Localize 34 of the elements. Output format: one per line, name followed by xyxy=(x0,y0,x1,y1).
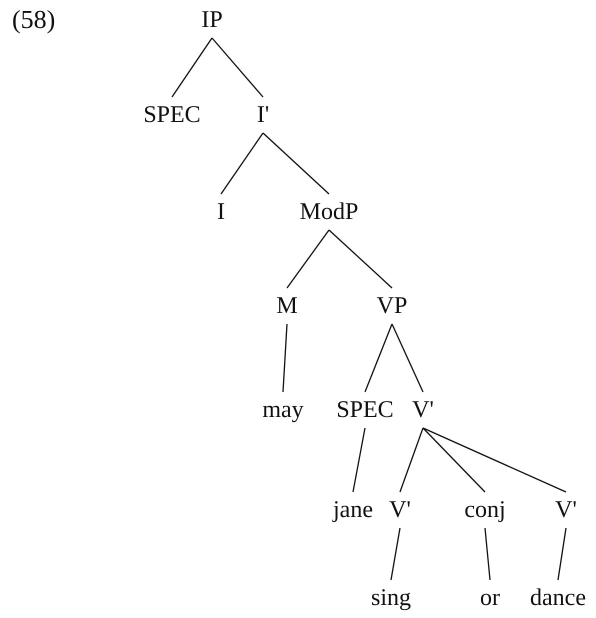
tree-node-label: dance xyxy=(528,580,588,616)
tree-node-label: IP xyxy=(199,2,225,38)
tree-branch-line xyxy=(390,528,401,580)
tree-node-label: may xyxy=(260,392,306,428)
tree-node-label: SPEC xyxy=(141,97,203,133)
tree-node-label: or xyxy=(478,580,502,616)
tree-branch-line xyxy=(422,428,486,492)
tree-branch-line xyxy=(557,528,567,580)
example-number: (58) xyxy=(12,7,56,33)
tree-node-label: ModP xyxy=(298,194,360,230)
tree-branch-line xyxy=(171,38,213,98)
tree-branch-line xyxy=(220,132,264,194)
tree-branch-line xyxy=(282,324,288,392)
tree-node-label: VP xyxy=(374,288,410,324)
tree-node-label: SPEC xyxy=(334,392,396,428)
tree-branch-line xyxy=(286,230,330,288)
tree-branch-line xyxy=(364,324,393,392)
tree-branch-line xyxy=(328,230,392,288)
tree-branch-line xyxy=(212,38,264,98)
tree-node-label: conj xyxy=(462,492,508,528)
tree-branch-line xyxy=(484,528,491,580)
tree-branch-line xyxy=(352,428,366,492)
tree-node-label: I' xyxy=(254,97,272,133)
tree-node-label: I xyxy=(215,194,227,230)
tree-node-label: V' xyxy=(410,392,436,428)
tree-branch-line xyxy=(399,428,424,492)
tree-node-label: M xyxy=(274,288,300,324)
tree-branch-line xyxy=(391,324,424,392)
tree-node-label: sing xyxy=(369,580,413,616)
tree-node-label: V' xyxy=(553,492,579,528)
tree-branch-line xyxy=(262,132,330,194)
tree-node-label: V' xyxy=(387,492,413,528)
tree-node-label: jane xyxy=(331,492,375,528)
tree-branch-line xyxy=(422,427,566,493)
